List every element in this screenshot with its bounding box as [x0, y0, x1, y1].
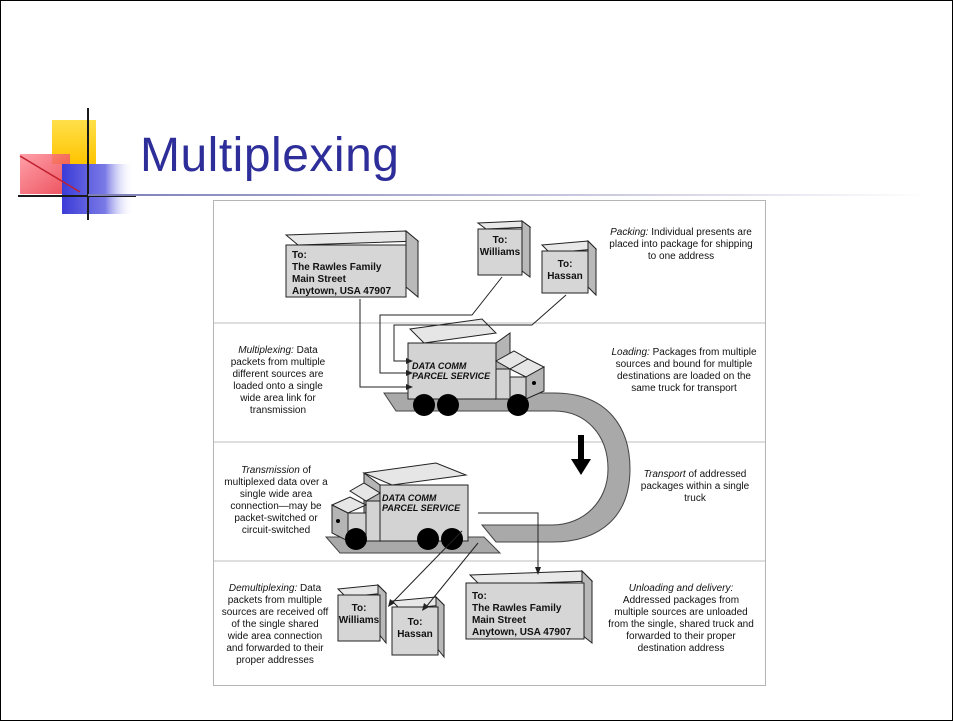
arrow-truck-to-hassan [425, 542, 479, 608]
arrowhead-icon [406, 370, 413, 376]
truck-bottom-label: DATA COMM PARCEL SERVICE [382, 493, 468, 513]
caption-multiplexing: Multiplexing: Data packets from multiple… [230, 345, 326, 416]
title-decoration-graphic [18, 108, 136, 220]
arrowhead-icon [422, 603, 429, 611]
arrow-hassan-to-truck [393, 294, 567, 362]
arrowhead-icon [535, 567, 541, 575]
package-rawles-top [284, 229, 420, 299]
caption-unloading: Unloading and delivery: Addressed packag… [608, 583, 754, 654]
package-williams-bottom-label: To: Williams [338, 603, 380, 626]
package-rawles-top-label: To: The Rawles Family Main Street Anytow… [292, 250, 392, 297]
arrowhead-icon [388, 599, 395, 607]
road-band [383, 392, 631, 543]
caption-demultiplexing: Demultiplexing: Data packets from multip… [221, 583, 329, 666]
arrow-truck-to-williams [391, 530, 463, 604]
truck-label-line: DATA COMM [382, 493, 437, 503]
arrow-rawles-to-truck [359, 299, 406, 388]
caption-transmission: Transmission of multiplexed data over a … [224, 465, 328, 536]
package-rawles-bottom-label: To: The Rawles Family Main Street Anytow… [472, 591, 572, 638]
title-underline [88, 194, 928, 196]
package-hassan-bottom [390, 595, 446, 659]
truck-top-label: DATA COMM PARCEL SERVICE [412, 361, 496, 381]
caption-loading: Loading: Packages from multiple sources … [611, 347, 757, 394]
package-hassan-bottom-label: To: Hassan [397, 617, 433, 640]
arrowhead-icon [406, 358, 413, 364]
arrowhead-icon [406, 384, 413, 390]
multiplexing-diagram: DATA COMM PARCEL SERVICE DATA COMM PARCE… [213, 200, 766, 686]
package-williams-bottom [336, 583, 388, 645]
down-arrow-icon [571, 435, 591, 475]
package-williams-top-label: To: Williams [479, 235, 521, 258]
truck-label-line: DATA COMM [412, 361, 467, 371]
package-hassan-top [540, 239, 598, 297]
truck-bottom [330, 462, 469, 550]
caption-transport: Transport of addressed packages within a… [640, 469, 750, 504]
slide-title: Multiplexing [140, 129, 400, 182]
package-williams-top [476, 220, 532, 278]
truck-label-line: PARCEL SERVICE [382, 503, 461, 513]
truck-top [407, 318, 546, 416]
caption-packing: Packing: Individual presents are placed … [609, 227, 753, 262]
arrow-williams-to-truck [379, 276, 503, 374]
truck-label-line: PARCEL SERVICE [412, 371, 491, 381]
package-rawles-bottom [465, 569, 594, 645]
arrow-truck-to-rawles [478, 512, 539, 569]
package-hassan-top-label: To: Hassan [547, 259, 583, 282]
